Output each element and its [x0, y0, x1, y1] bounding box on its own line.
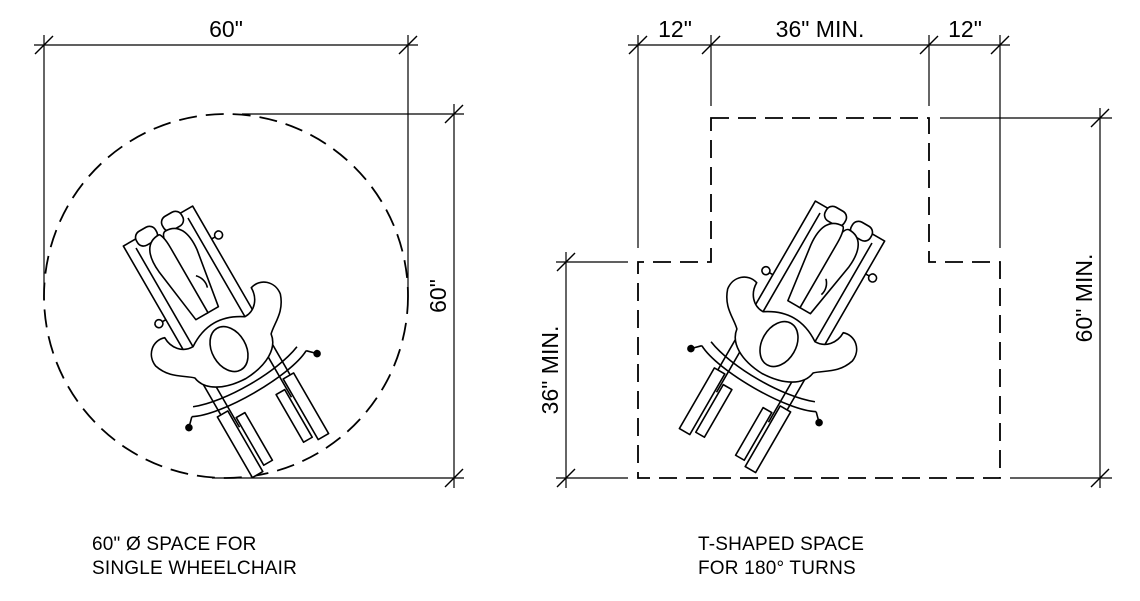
right-total-height-label: 60" MIN. — [1071, 254, 1097, 343]
turning-circle — [43, 113, 409, 479]
left-width-label: 60" — [209, 16, 243, 42]
right-figure: 12" 36" MIN. 12" 36" MIN. 60" MIN. — [537, 16, 1112, 490]
wheelchair-left — [88, 182, 358, 495]
right-side-left-label: 12" — [658, 16, 692, 42]
right-caption-line-1: T-SHAPED SPACE — [698, 534, 865, 555]
left-caption-line-1: 60" Ø SPACE FOR — [92, 534, 257, 555]
right-caption-line-2: FOR 180° TURNS — [698, 558, 856, 579]
right-middle-label: 36" MIN. — [776, 16, 865, 42]
wheelchair-right — [650, 177, 920, 490]
left-caption: 60" Ø SPACE FOR SINGLE WHEELCHAIR — [92, 533, 297, 581]
left-caption-line-2: SINGLE WHEELCHAIR — [92, 558, 298, 579]
left-height-label: 60" — [425, 279, 451, 313]
right-caption: T-SHAPED SPACE FOR 180° TURNS — [698, 533, 864, 581]
t-shaped-space — [637, 117, 1001, 479]
left-figure: 60" 60" — [34, 16, 464, 495]
right-side-right-label: 12" — [948, 16, 982, 42]
right-lower-height-label: 36" MIN. — [537, 326, 563, 415]
